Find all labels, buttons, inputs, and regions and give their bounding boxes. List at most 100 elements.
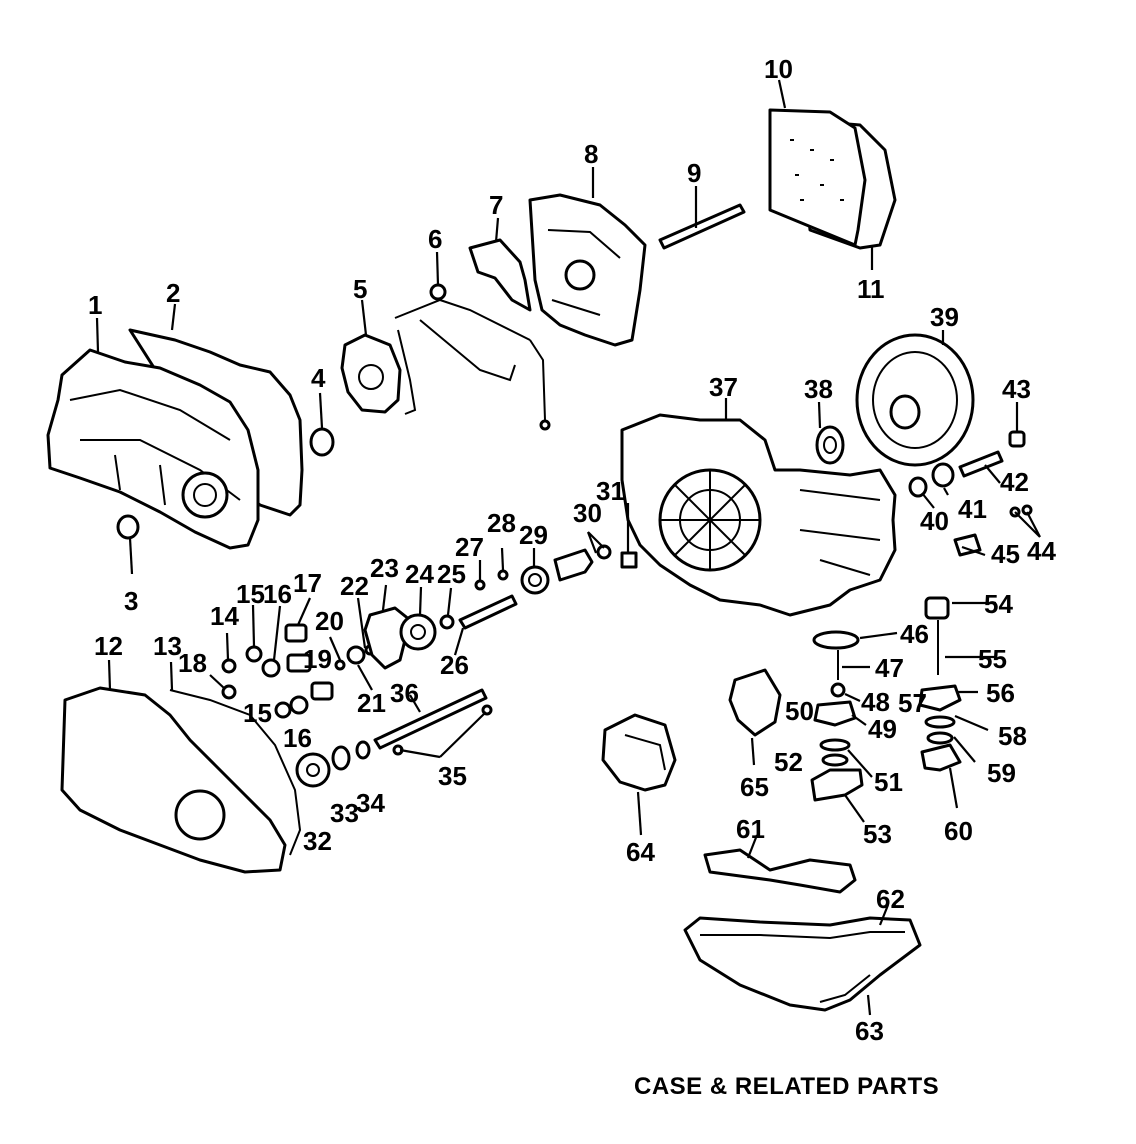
callout-26: 26 [440, 650, 469, 680]
callout-48: 48 [861, 687, 890, 717]
part-1-bore [181, 471, 229, 519]
part-54-spring [924, 596, 950, 620]
callout-44: 44 [1027, 536, 1056, 566]
part-3-seal [116, 514, 140, 540]
part-65-band [728, 668, 782, 737]
part-12-bore [174, 789, 226, 841]
diagram-caption: CASE & RELATED PARTS [634, 1073, 939, 1100]
part-28 [497, 569, 509, 581]
callout-10: 10 [764, 54, 793, 84]
part-62-pan [683, 916, 922, 1012]
callout-32: 32 [303, 826, 332, 856]
callout-61: 61 [736, 814, 765, 844]
part-5-pump [340, 333, 402, 414]
part-43 [1008, 430, 1026, 448]
callout-53: 53 [863, 819, 892, 849]
callout-3: 3 [124, 586, 138, 616]
callout-19: 19 [303, 644, 332, 674]
part-42-pin [958, 450, 1004, 478]
callout-46: 46 [900, 619, 929, 649]
part-5-center [358, 364, 384, 390]
callout-21: 21 [357, 688, 386, 718]
callout-28: 28 [487, 508, 516, 538]
part-40 [908, 476, 928, 498]
part-61-filter [703, 848, 857, 894]
callout-37: 37 [709, 372, 738, 402]
callout-15a: 15 [236, 579, 265, 609]
callout-5: 5 [353, 274, 367, 304]
part-8-detail [547, 229, 621, 316]
part-60 [920, 743, 962, 772]
callout-16a: 16 [263, 579, 292, 609]
callout-50: 50 [785, 696, 814, 726]
part-20 [334, 659, 346, 671]
callout-31: 31 [596, 476, 625, 506]
part-6-fitting [429, 283, 447, 301]
part-14 [221, 658, 237, 674]
part-4-oring [309, 427, 335, 457]
part-32-gear [295, 752, 331, 788]
part-10-holes [790, 139, 844, 201]
part-17-spring [284, 623, 308, 643]
callout-40: 40 [920, 506, 949, 536]
callout-25: 25 [437, 559, 466, 589]
part-27 [474, 579, 486, 591]
callout-7: 7 [489, 190, 503, 220]
callout-20: 20 [315, 606, 344, 636]
callout-58: 58 [998, 721, 1027, 751]
part-24-sprocket [399, 613, 437, 651]
callout-60: 60 [944, 816, 973, 846]
callout-18: 18 [178, 648, 207, 678]
callout-30: 30 [573, 498, 602, 528]
part-12-cover [60, 686, 287, 874]
part-46 [812, 630, 860, 650]
callout-23: 23 [370, 553, 399, 583]
callout-65: 65 [740, 772, 769, 802]
part-13-gasket [169, 689, 302, 856]
part-48 [830, 682, 846, 698]
part-16-upper [261, 658, 281, 678]
part-15-lower [274, 701, 292, 719]
callout-1: 1 [88, 290, 102, 320]
part-63-gasket [700, 931, 905, 1003]
part-19-spring [286, 653, 312, 673]
callout-55: 55 [978, 644, 1007, 674]
part-29-bearing [520, 565, 550, 595]
part-23-chain [363, 606, 412, 670]
callout-16b: 16 [283, 723, 312, 753]
callout-35: 35 [438, 761, 467, 791]
callout-47: 47 [875, 653, 904, 683]
part-7-bracket [468, 238, 532, 312]
callout-27: 27 [455, 532, 484, 562]
callout-15b: 15 [243, 698, 272, 728]
part-6-end [539, 419, 551, 431]
part-16-lower [289, 695, 309, 715]
part-19b-spring [310, 681, 334, 701]
callout-22: 22 [340, 571, 369, 601]
part-9-bolt [658, 203, 746, 250]
callout-24: 24 [405, 559, 434, 589]
callout-36: 36 [390, 678, 419, 708]
callout-4: 4 [311, 363, 326, 393]
callout-49: 49 [868, 714, 897, 744]
part-52 [821, 753, 849, 767]
part-24-hub [410, 624, 426, 640]
part-38-inner [823, 436, 837, 454]
callout-41: 41 [958, 494, 987, 524]
callout-59: 59 [987, 758, 1016, 788]
callout-62: 62 [876, 884, 905, 914]
part-39-ring [872, 351, 958, 449]
callout-13: 13 [153, 631, 182, 661]
callout-57: 57 [898, 688, 927, 718]
callout-52: 52 [774, 747, 803, 777]
part-30b [596, 544, 612, 560]
callout-17: 17 [293, 568, 322, 598]
part-49-50 [813, 700, 857, 727]
part-18 [221, 684, 237, 700]
part-36-shaft [373, 688, 488, 750]
part-38-seal [815, 425, 845, 465]
part-41 [931, 462, 955, 488]
part-25 [439, 614, 455, 630]
callout-38: 38 [804, 374, 833, 404]
